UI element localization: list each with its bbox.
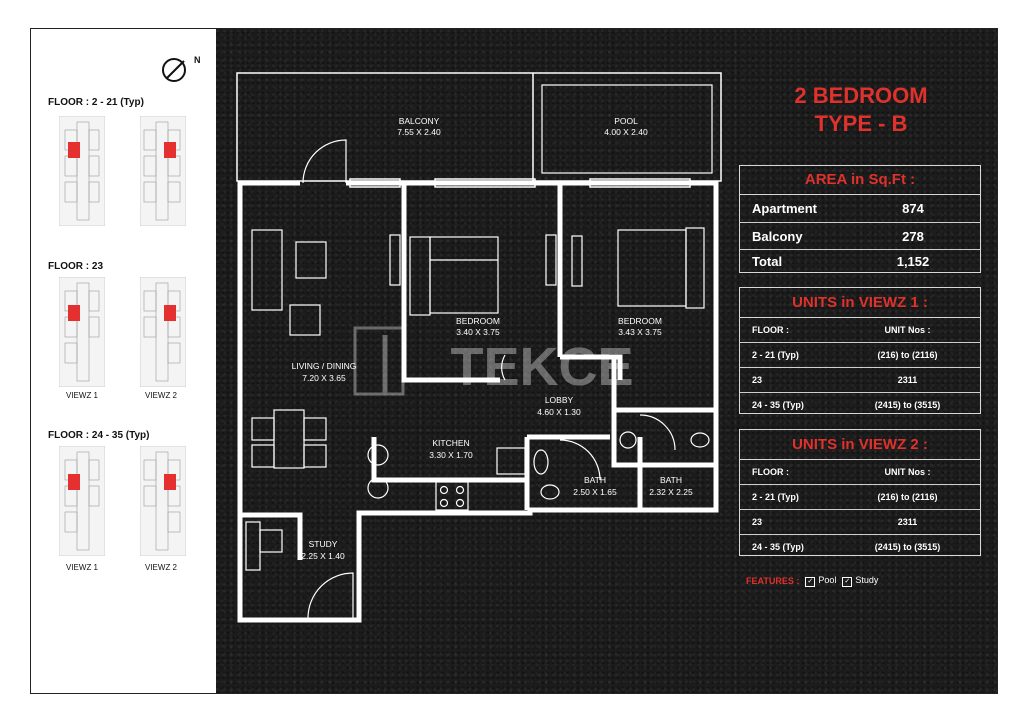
view-label-viewz2: VIEWZ 2 <box>145 563 178 572</box>
room-name-kitchen: KITCHEN <box>432 438 469 448</box>
feature-study: ✓Study <box>842 575 878 587</box>
room-dims-pool: 4.00 X 2.40 <box>604 127 648 137</box>
unit-type-line2: TYPE - B <box>814 111 908 136</box>
column-header-floor: FLOOR : <box>752 467 789 477</box>
area-table-heading: AREA in Sq.Ft : <box>740 166 980 195</box>
table-row: 23 2311 <box>740 368 980 393</box>
room-name-pool: POOL <box>614 116 638 126</box>
area-value: 278 <box>902 228 924 244</box>
units-viewz1-table: UNITS in VIEWZ 1 : FLOOR : UNIT Nos : 2 … <box>739 287 981 414</box>
unit-type-line1: 2 BEDROOM <box>794 83 928 108</box>
floor-cell: 23 <box>752 375 763 385</box>
svg-text:N: N <box>194 55 201 65</box>
features-label: FEATURES : <box>746 576 800 586</box>
room-dims-bath-1: 2.50 X 1.65 <box>573 487 617 497</box>
room-dims-bedroom-2: 3.43 X 3.75 <box>618 327 662 337</box>
room-dims-bedroom-1: 3.40 X 3.75 <box>456 327 500 337</box>
key-plan-viewz1-floor-24-35 <box>59 446 105 556</box>
room-dims-study: 2.25 X 1.40 <box>301 551 345 561</box>
table-row: Apartment 874 <box>740 195 980 223</box>
balcony-outline <box>236 72 722 182</box>
floor-label-23: FLOOR : 23 <box>48 261 104 272</box>
column-header-floor: FLOOR : <box>752 325 789 335</box>
features-list: FEATURES : ✓Pool ✓Study <box>746 575 878 587</box>
floor-cell: 2 - 21 (Typ) <box>752 492 799 502</box>
units-cell: (216) to (2116) <box>877 492 938 502</box>
floor-cell: 23 <box>752 517 763 527</box>
area-label: Balcony <box>752 228 803 244</box>
table-header-row: FLOOR : UNIT Nos : <box>740 460 980 485</box>
room-name-living-dining: LIVING / DINING <box>292 361 357 371</box>
room-name-bath-1: BATH <box>584 475 606 485</box>
column-header-units: UNIT Nos : <box>884 467 931 477</box>
table-row: Balcony 278 <box>740 223 980 250</box>
room-name-bath-2: BATH <box>660 475 682 485</box>
floor-cell: 24 - 35 (Typ) <box>752 400 804 410</box>
key-plan-viewz2-floor-24-35 <box>140 446 186 556</box>
table-row: 2 - 21 (Typ) (216) to (2116) <box>740 485 980 510</box>
room-name-balcony: BALCONY <box>399 116 440 126</box>
key-plan-viewz2-floor-23 <box>140 277 186 387</box>
units-viewz1-heading: UNITS in VIEWZ 1 : <box>740 288 980 318</box>
area-label: Apartment <box>752 201 818 216</box>
area-table: AREA in Sq.Ft : Apartment 874 Balcony 27… <box>739 165 981 273</box>
floor-label-24-35: FLOOR : 24 - 35 (Typ) <box>48 430 150 441</box>
feature-study-label: Study <box>855 575 879 585</box>
watermark-logo <box>353 326 405 396</box>
table-row: 2 - 21 (Typ) (216) to (2116) <box>740 343 980 368</box>
room-dims-balcony: 7.55 X 2.40 <box>397 127 441 137</box>
watermark-text: TEKCE <box>450 337 633 397</box>
key-plan-viewz2-floor-2-21 <box>140 116 186 226</box>
feature-pool: ✓Pool <box>805 575 836 587</box>
checkbox-checked-icon: ✓ <box>842 577 853 587</box>
view-label-viewz2: VIEWZ 2 <box>145 391 178 400</box>
unit-type-title: 2 BEDROOM TYPE - B <box>740 82 982 138</box>
table-row: 24 - 35 (Typ) (2415) to (3515) <box>740 393 980 417</box>
north-arrow-icon: N <box>162 55 201 82</box>
room-dims-lobby: 4.60 X 1.30 <box>537 407 581 417</box>
room-dims-bath-2: 2.32 X 2.25 <box>649 487 693 497</box>
view-label-viewz1: VIEWZ 1 <box>66 563 99 572</box>
key-plan-viewz1-floor-2-21 <box>59 116 105 226</box>
floor-label-2-21: FLOOR : 2 - 21 (Typ) <box>48 97 144 108</box>
room-dims-kitchen: 3.30 X 1.70 <box>429 450 473 460</box>
feature-pool-label: Pool <box>818 575 837 585</box>
room-name-bedroom-1: BEDROOM <box>456 316 500 326</box>
room-name-lobby: LOBBY <box>545 395 574 405</box>
units-cell: 2311 <box>897 375 918 385</box>
table-row: 23 2311 <box>740 510 980 535</box>
floor-cell: 24 - 35 (Typ) <box>752 542 804 552</box>
area-value: 874 <box>902 201 924 216</box>
key-plan-viewz1-floor-23 <box>59 277 105 387</box>
area-label: Total <box>752 254 783 269</box>
view-label-viewz1: VIEWZ 1 <box>66 391 99 400</box>
units-viewz2-table: UNITS in VIEWZ 2 : FLOOR : UNIT Nos : 2 … <box>739 429 981 556</box>
table-row: 24 - 35 (Typ) (2415) to (3515) <box>740 535 980 559</box>
area-value: 1,152 <box>896 254 930 269</box>
units-cell: (2415) to (3515) <box>874 400 941 410</box>
column-header-units: UNIT Nos : <box>884 325 931 335</box>
floor-cell: 2 - 21 (Typ) <box>752 350 799 360</box>
units-cell: (2415) to (3515) <box>874 542 941 552</box>
pool-outline <box>541 84 713 174</box>
checkbox-checked-icon: ✓ <box>805 577 816 587</box>
room-dims-living-dining: 7.20 X 3.65 <box>302 373 346 383</box>
page-frame <box>30 28 998 694</box>
table-row: Total 1,152 <box>740 250 980 273</box>
units-cell: 2311 <box>897 517 918 527</box>
floor-plan: TEKCE BALCONY 7.55 X 2.40 POOL 4.00 X 2.… <box>236 72 722 623</box>
table-header-row: FLOOR : UNIT Nos : <box>740 318 980 343</box>
room-name-study: STUDY <box>309 539 338 549</box>
units-viewz2-heading: UNITS in VIEWZ 2 : <box>740 430 980 460</box>
room-name-bedroom-2: BEDROOM <box>618 316 662 326</box>
units-cell: (216) to (2116) <box>877 350 938 360</box>
